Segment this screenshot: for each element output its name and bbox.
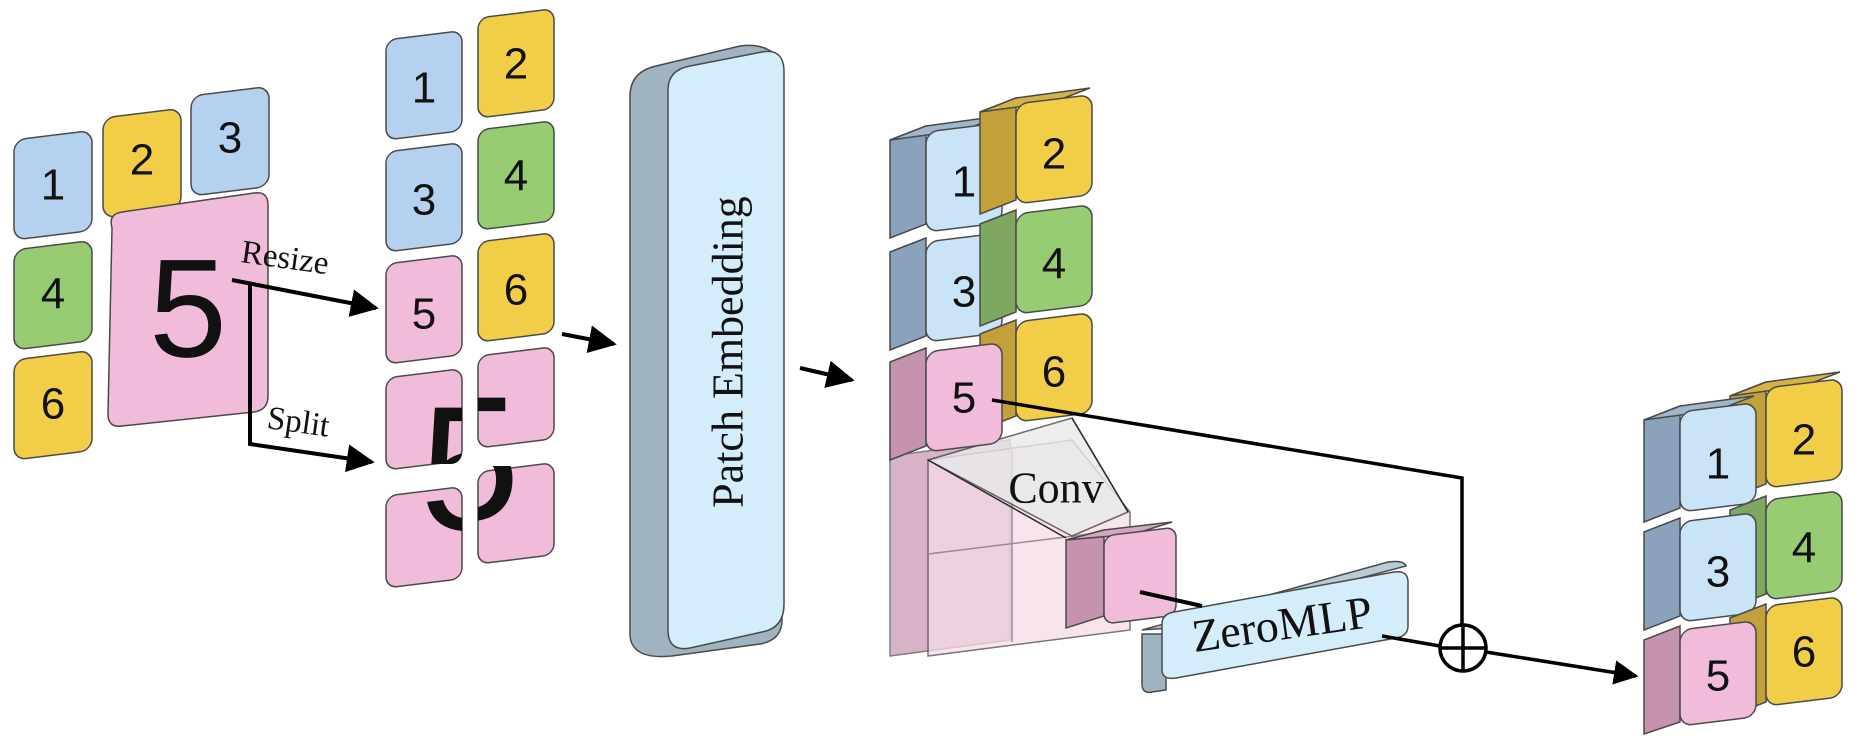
input-tile-2-label: 2 xyxy=(130,136,154,185)
from-patch-embedding-arrow xyxy=(799,360,855,388)
input-tile-3-label: 3 xyxy=(218,114,242,163)
conv-output-cube xyxy=(1065,521,1177,630)
resized-tile-1-label: 1 xyxy=(412,64,436,113)
split-tile-top-right: 5 xyxy=(420,347,555,561)
zero-mlp-block: ZeroMLP xyxy=(1141,560,1409,694)
conv-edge xyxy=(1071,417,1129,513)
input-tile-3: 3 xyxy=(190,87,270,196)
embedded-cube-5: 5 xyxy=(889,343,1003,462)
split-tile-top-left: 5 xyxy=(385,369,520,571)
split-tile-bottom-left: 5 xyxy=(385,368,520,588)
embedded-cube-2-label: 2 xyxy=(1042,130,1066,179)
output-cube-6-label: 6 xyxy=(1792,628,1816,677)
circle-plus-icon xyxy=(1438,623,1488,673)
embedded-cube-3-label: 3 xyxy=(952,268,976,317)
resized-tile-1: 1 xyxy=(385,31,463,140)
mlp-to-add-line xyxy=(1381,634,1441,648)
input-tile-1: 1 xyxy=(13,131,93,240)
input-tile-4-label: 4 xyxy=(41,270,65,319)
input-tile-5-large: 5 xyxy=(107,192,269,427)
output-cube-5: 5 xyxy=(1643,621,1757,736)
input-tile-1-label: 1 xyxy=(41,161,65,210)
embedded-cube-4: 4 xyxy=(979,205,1093,328)
connections xyxy=(991,398,1639,685)
embedded-cube-4-label: 4 xyxy=(1042,240,1066,289)
patch-embedding-block: Patch Embedding xyxy=(629,44,785,658)
input-tile-5-label: 5 xyxy=(149,230,227,387)
resized-tile-2-label: 2 xyxy=(504,40,528,89)
embedded-cube-6-label: 6 xyxy=(1042,348,1066,397)
resized-tile-3: 3 xyxy=(385,143,463,252)
embedded-grid: Conv 1 2 3 4 xyxy=(889,87,1177,657)
resized-tile-5: 5 xyxy=(385,255,463,364)
output-cube-5-label: 5 xyxy=(1706,652,1730,701)
split-arrow xyxy=(248,282,375,473)
resized-tile-6: 6 xyxy=(477,233,555,342)
embedded-cube-5-label: 5 xyxy=(952,374,976,423)
split-glyph-part: 5 xyxy=(420,360,520,561)
input-tile-4: 4 xyxy=(13,241,93,350)
split-glyph-part: 5 xyxy=(420,368,520,569)
resized-tile-3-label: 3 xyxy=(412,176,436,225)
resized-tile-4: 4 xyxy=(477,121,555,230)
output-cube-1-label: 1 xyxy=(1706,440,1730,489)
conv-label: Conv xyxy=(1008,464,1103,513)
input-tile-6: 6 xyxy=(13,351,93,460)
resized-tile-6-label: 6 xyxy=(504,266,528,315)
output-cube-1: 1 xyxy=(1643,395,1757,524)
input-tile-6-label: 6 xyxy=(41,380,65,429)
resize-split-arrows: Resize Split xyxy=(231,234,379,473)
split-tile-bottom-right: 5 xyxy=(420,358,555,564)
split-label: Split xyxy=(265,400,332,444)
add-to-output-arrow xyxy=(1485,650,1639,685)
split-glyph-part: 5 xyxy=(420,370,520,571)
output-grid: 2 1 4 3 6 5 xyxy=(1643,371,1843,736)
resized-grid: 1 2 3 4 5 6 5 5 xyxy=(385,9,555,588)
skip-connection-line xyxy=(991,398,1464,634)
resize-arrow xyxy=(231,278,379,317)
output-cube-4-label: 4 xyxy=(1792,524,1816,573)
resized-tile-5-label: 5 xyxy=(412,290,436,339)
patch-embedding-label: Patch Embedding xyxy=(704,196,753,508)
embedded-cube-1-label: 1 xyxy=(952,158,976,207)
conv-edge xyxy=(927,459,1067,539)
embedded-cube-2: 2 xyxy=(979,87,1093,216)
resized-tile-2: 2 xyxy=(477,9,555,118)
output-cube-3-label: 3 xyxy=(1706,548,1730,597)
output-cube-2-label: 2 xyxy=(1792,416,1816,465)
input-tile-2: 2 xyxy=(102,109,182,218)
conv-to-mlp-line xyxy=(1139,590,1203,608)
output-cube-3: 3 xyxy=(1643,513,1757,632)
split-glyph-part: 5 xyxy=(420,358,520,559)
resized-tile-4-label: 4 xyxy=(504,152,528,201)
to-patch-embedding-arrow xyxy=(561,325,617,353)
input-image: 1 2 3 4 6 5 xyxy=(13,87,270,460)
